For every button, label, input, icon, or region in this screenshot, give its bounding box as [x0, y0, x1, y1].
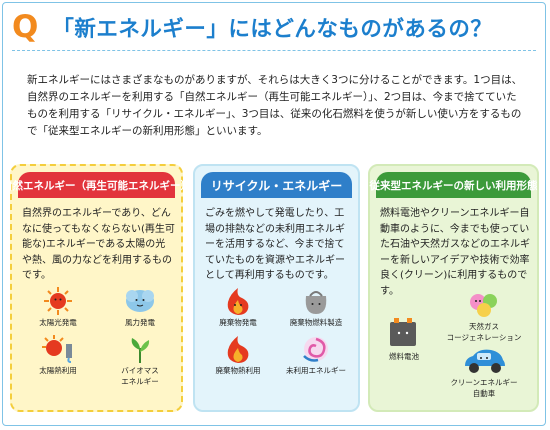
page-title: 「新エネルギー」にはどんなものがあるの？ [52, 16, 493, 42]
item-solar-power: 太陽光発電 [22, 286, 94, 328]
item-waste-fuel: 廃棄物燃料製造 [277, 286, 355, 328]
item-label: 未利用エネルギー [286, 366, 346, 375]
q-mark: Q [12, 8, 39, 45]
panel-recycle-energy: リサイクル・エネルギー ごみを燃やして発電したり、工場の排熱などの未利用エネルギ… [193, 164, 360, 412]
intro-paragraph: 新エネルギーにはさまざまなものがありますが、それらは大きく3つに分けることができ… [27, 74, 523, 137]
sun-icon [44, 287, 72, 315]
item-biomass: バイオマス エネルギー [104, 334, 176, 387]
panel-text-recycle: ごみを燃やして発電したり、工場の排熱などの未利用エネルギーを活用するなど、今まで… [205, 208, 345, 281]
panel-tab-natural: 自然エネルギー（再生可能エネルギー） [2, 172, 191, 198]
item-label: 太陽光発電 [39, 318, 77, 327]
fuel-cell-icon [390, 318, 416, 346]
item-label: 風力発電 [125, 318, 155, 327]
item-clean-car: クリーンエネルギー 自動車 [436, 346, 532, 399]
sun-water-icon [42, 335, 72, 363]
item-waste-power: 廃棄物発電 [201, 286, 275, 328]
swirl-icon [303, 337, 328, 362]
item-wind-power: 風力発電 [104, 286, 176, 328]
plant-icon [131, 338, 150, 363]
item-fuel-cell: 燃料電池 [374, 316, 434, 362]
gas-icon [470, 294, 497, 317]
item-label: 燃料電池 [389, 352, 419, 361]
item-label: 廃棄物燃料製造 [289, 318, 343, 327]
item-label: 廃棄物発電 [219, 318, 257, 327]
page-frame [2, 2, 546, 426]
page-header: Q 「新エネルギー」にはどんなものがあるの？ [12, 8, 492, 46]
panel-text-new-usage: 燃料電池やクリーンエネルギー自動車のように、今までも使っていた石油や天然ガスなど… [380, 208, 530, 297]
item-label: バイオマス エネルギー [121, 366, 159, 386]
car-icon [465, 349, 505, 373]
item-gas-cogeneration: 天然ガス コージェネレーション [436, 290, 532, 343]
header-divider [12, 50, 536, 51]
item-label: 天然ガス コージェネレーション [446, 322, 522, 342]
panel-text-natural: 自然界のエネルギーであり、どんなに使ってもなくならない(再生可能な)エネルギーで… [22, 208, 175, 281]
panel-tab-recycle: リサイクル・エネルギー [201, 172, 352, 198]
fire-icon [227, 336, 249, 363]
trash-bag-icon [305, 291, 327, 314]
item-label: 太陽熱利用 [39, 366, 77, 375]
panel-tab-new-usage: 従来型エネルギーの新しい利用形態 [370, 172, 538, 198]
item-solar-heat: 太陽熱利用 [22, 334, 94, 376]
item-label: クリーンエネルギー 自動車 [450, 378, 518, 398]
panel-natural-energy: 自然エネルギー（再生可能エネルギー） 自然界のエネルギーであり、どんなに使っても… [2, 164, 191, 412]
fire-icon [227, 288, 249, 315]
panel-new-usage: 従来型エネルギーの新しい利用形態 燃料電池やクリーンエネルギー自動車のように、今… [368, 164, 539, 412]
item-unused-energy: 未利用エネルギー [277, 334, 355, 376]
item-label: 廃棄物熱利用 [215, 366, 261, 375]
wind-icon [126, 290, 154, 312]
item-waste-heat: 廃棄物熱利用 [201, 334, 275, 376]
